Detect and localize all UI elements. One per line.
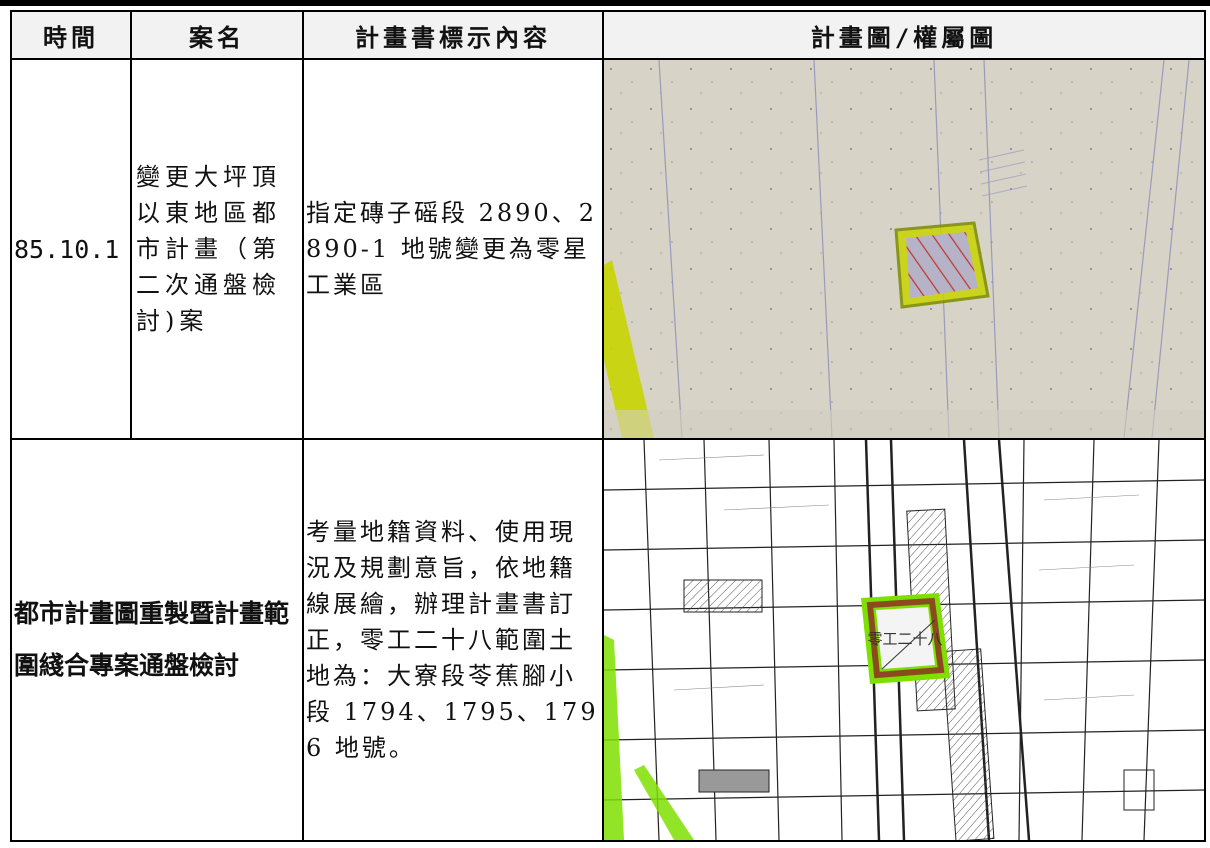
header-map: 計畫圖/權屬圖 [602,10,1206,60]
plan-content-cell: 考量地籍資料、使用現況及規劃意旨，依地籍線展繪，辦理計畫書訂正，零工二十八範圍土… [302,438,604,842]
case-name-cell: 變更大坪頂以東地區都市計畫（第二次通盤檢討)案 [130,58,304,440]
plan-change-table: 時間 案名 計畫書標示內容 計畫圖/權屬圖 85.10.1 變更大坪頂以東地區都… [10,10,1206,842]
header-time: 時間 [10,10,132,60]
top-border [0,0,1210,6]
map-cell [602,58,1206,440]
case-name-cell: 都市計畫圖重製暨計畫範圍綫合專案通盤檢討 [10,438,304,842]
plan-content-cell: 指定磚子磘段 2890、2890-1 地號變更為零星工業區 [302,58,604,440]
header-plan-content: 計畫書標示內容 [302,10,604,60]
scanned-plan-map-image [605,61,1203,437]
header-case-name: 案名 [130,10,304,60]
date-cell: 85.10.1 [10,58,132,440]
table-row: 85.10.1 變更大坪頂以東地區都市計畫（第二次通盤檢討)案 指定磚子磘段 2… [10,58,1206,440]
cadastral-map-image: 零工二十八 [605,441,1203,839]
table-row: 都市計畫圖重製暨計畫範圍綫合專案通盤檢討 考量地籍資料、使用現況及規劃意旨，依地… [10,438,1206,842]
parcel-label: 零工二十八 [867,630,942,648]
table-header-row: 時間 案名 計畫書標示內容 計畫圖/權屬圖 [10,10,1206,60]
map-cell: 零工二十八 [602,438,1206,842]
